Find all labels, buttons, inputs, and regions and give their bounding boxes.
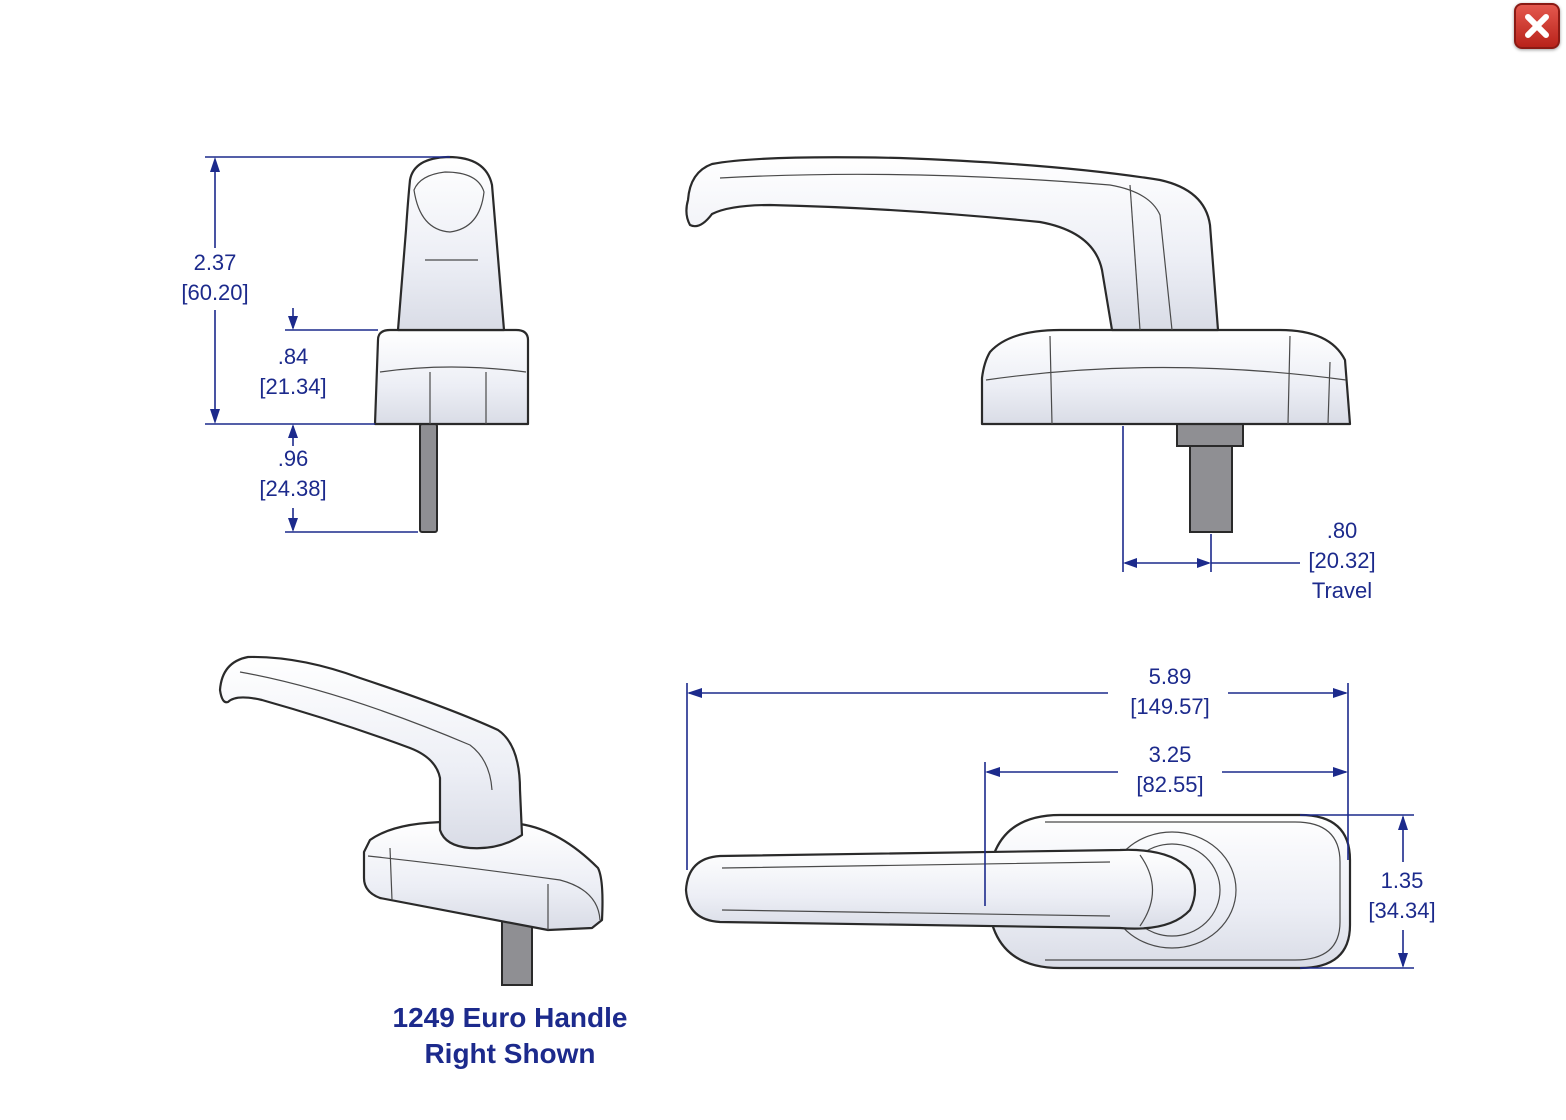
dim-base-length-in: 3.25: [1149, 742, 1192, 767]
dim-overall-height-mm: [60.20]: [181, 280, 248, 305]
side-view-lever: [685, 156, 1220, 332]
dim-base-width-mm: [34.34]: [1368, 898, 1435, 923]
side-view-dimensions: .80 [20.32] Travel: [1122, 426, 1376, 603]
top-view: [684, 813, 1352, 970]
dim-overall-length-in: 5.89: [1149, 664, 1192, 689]
end-view-base: [373, 328, 530, 426]
caption-title: 1249 Euro Handle: [392, 1002, 628, 1033]
side-view-spindle: [1176, 423, 1244, 447]
isometric-view: [218, 655, 604, 986]
caption-subtitle: Right Shown: [424, 1038, 596, 1069]
dim-base-length-mm: [82.55]: [1136, 772, 1203, 797]
top-view-dimensions: 5.89 [149.57] 3.25 [82.55] 1.35 [34.34]: [686, 664, 1436, 969]
dim-base-width-in: 1.35: [1381, 868, 1424, 893]
end-view-spindle: [419, 423, 438, 533]
dim-overall-length-mm: [149.57]: [1130, 694, 1210, 719]
top-view-lever: [684, 848, 1197, 930]
end-view-stem: [396, 155, 506, 332]
dim-travel-note: Travel: [1312, 578, 1372, 603]
dim-base-height-mm: [21.34]: [259, 374, 326, 399]
dim-travel-mm: [20.32]: [1308, 548, 1375, 573]
dim-travel-in: .80: [1327, 518, 1358, 543]
side-view: [685, 156, 1352, 533]
close-button[interactable]: [1514, 3, 1560, 49]
side-view-base: [980, 328, 1352, 426]
dim-spindle-length-mm: [24.38]: [259, 476, 326, 501]
dim-overall-height-in: 2.37: [194, 250, 237, 275]
close-icon: [1525, 14, 1549, 38]
end-view-dimensions: 2.37 [60.20] .84 [21.34] .96 [24.38]: [181, 156, 450, 533]
dim-spindle-length-in: .96: [278, 446, 309, 471]
iso-view-lever: [218, 655, 524, 850]
dim-base-height-in: .84: [278, 344, 309, 369]
end-view: [373, 155, 530, 533]
iso-view-base: [362, 820, 604, 932]
